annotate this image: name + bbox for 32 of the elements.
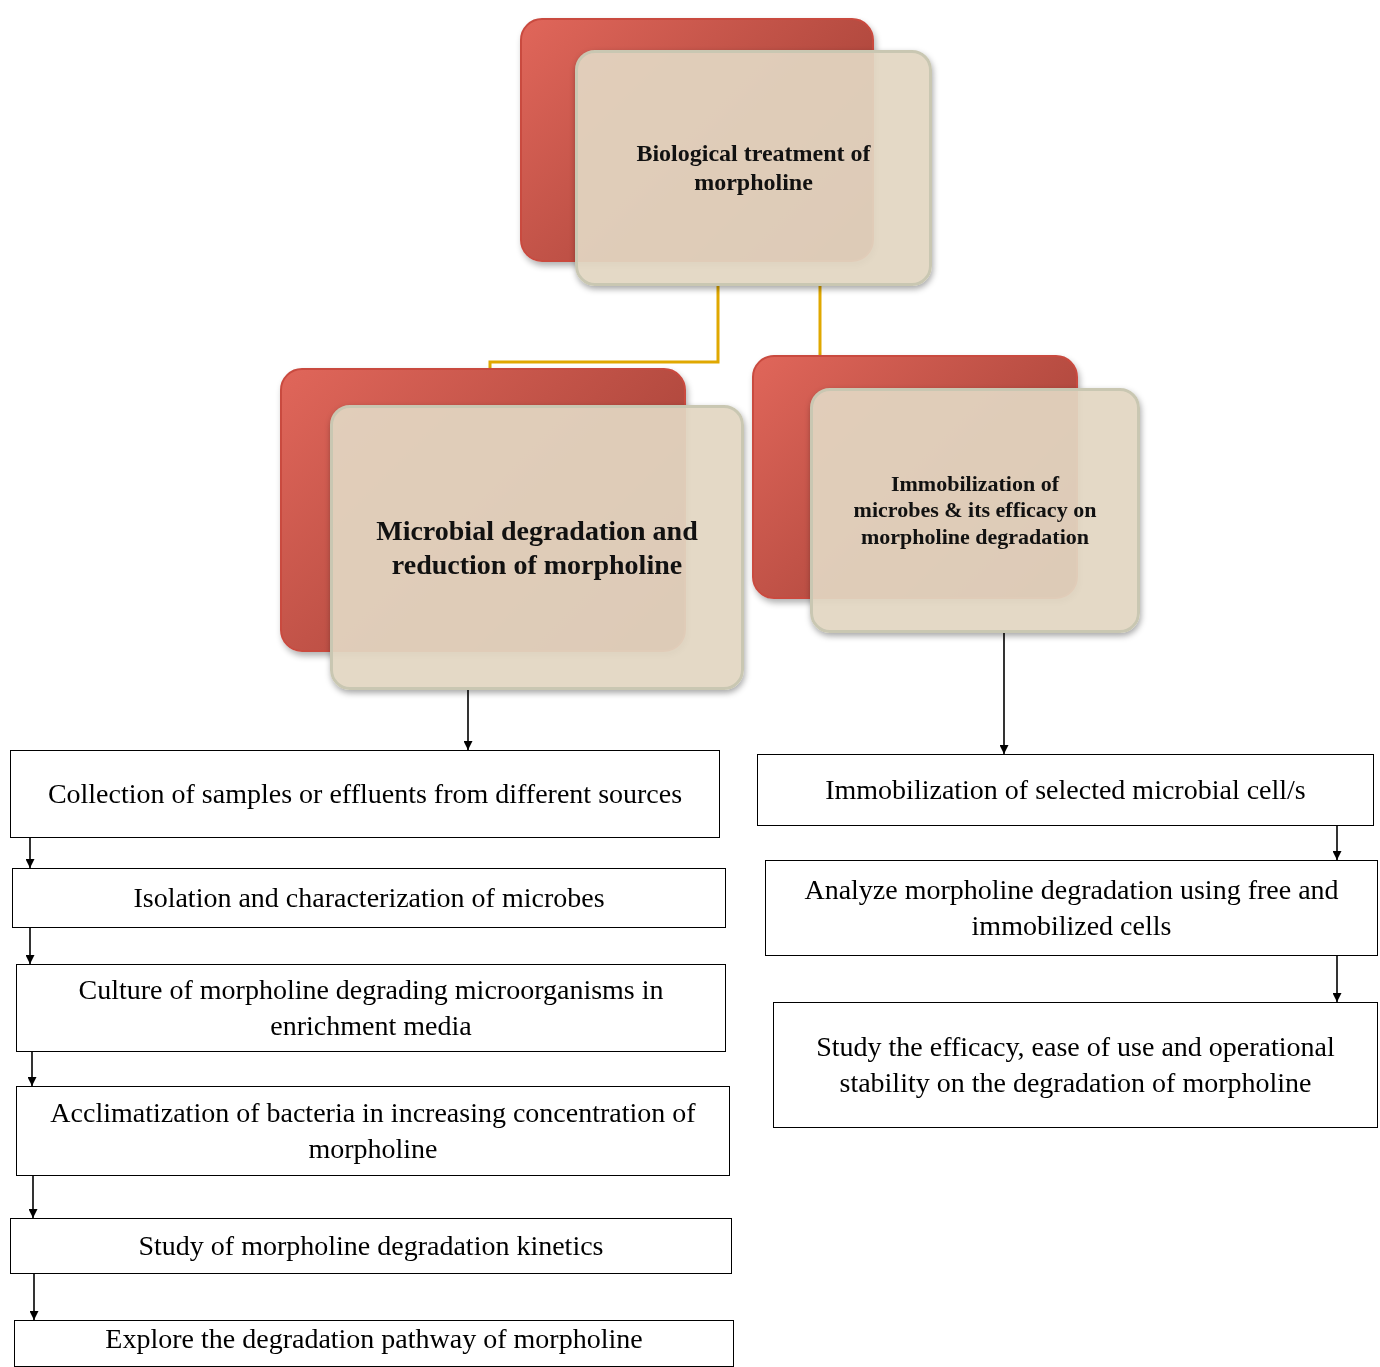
process-box [16, 964, 726, 1052]
process-box [16, 1086, 730, 1176]
step-text: Study of morpholine degradation kinetics [138, 1228, 604, 1263]
process-box [10, 1218, 732, 1274]
connector-line [818, 286, 822, 355]
card-title: Immobilization of microbes & its efficacy on morpholine degradation [853, 470, 1097, 551]
card-title: Microbial degradation and reduction of morpholine [375, 513, 699, 582]
step-text: Collection of samples or effluents from different sources [47, 776, 683, 811]
arrow [1332, 825, 1342, 861]
step-text: Analyze morpholine degradation using free and immobilized cells [803, 872, 1340, 943]
step-text: Culture of morpholine degrading microorganisms in enrichment media [77, 972, 665, 1043]
arrow [28, 1175, 38, 1219]
arrow [25, 927, 35, 965]
step-text: Explore the degradation pathway of morpholine [105, 1322, 643, 1356]
step-text: Acclimatization of bacteria in increasing concentration of morpholine [49, 1095, 697, 1166]
arrow [25, 837, 35, 869]
arrow [29, 1273, 39, 1321]
process-box [14, 1320, 734, 1367]
arrow [463, 689, 473, 751]
process-box [757, 754, 1374, 826]
connector-line [488, 286, 720, 368]
arrow [999, 632, 1009, 755]
step-text: Study the efficacy, ease of use and operational stability on the degradation of morpholine [815, 1029, 1336, 1100]
step-text: Immobilization of selected microbial cell/s [825, 772, 1306, 807]
process-box [773, 1002, 1378, 1128]
process-box [12, 868, 726, 928]
process-box [765, 860, 1378, 956]
arrow [27, 1051, 37, 1087]
step-text: Isolation and characterization of microbes [133, 880, 605, 915]
arrow [1332, 955, 1342, 1003]
process-box [10, 750, 720, 838]
card-title: Biological treatment of morpholine [635, 139, 872, 197]
